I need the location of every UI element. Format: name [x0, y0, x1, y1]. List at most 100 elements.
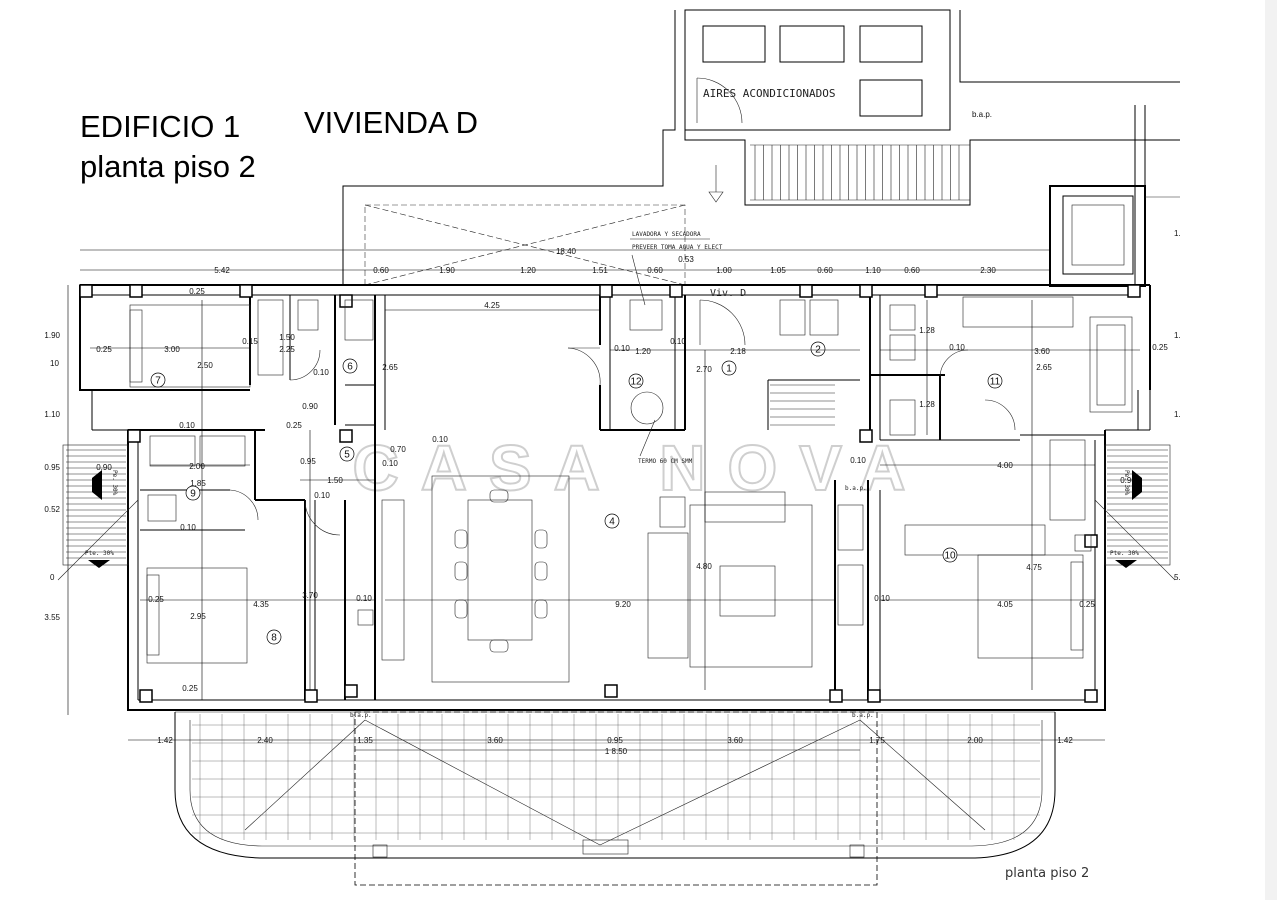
top-dim-label: 1.90 [439, 266, 455, 275]
dining-chair [489, 639, 509, 653]
top-dim-label: 0.60 [904, 266, 920, 275]
bottom-dim-label: 3.60 [727, 736, 743, 745]
interior-dim-label: 1.50 [327, 476, 343, 485]
interior-dim-label: 0.25 [182, 684, 198, 693]
building-title: EDIFICIO 1 [80, 109, 240, 144]
room-number: 6 [347, 362, 353, 373]
interior-dim-label: 4.75 [1026, 563, 1042, 572]
column [599, 284, 613, 298]
interior-dim-label: 1.85 [190, 479, 206, 488]
interior-dim-label: 0.25 [189, 287, 205, 296]
column [924, 284, 938, 298]
dim-053: 0.53 [678, 255, 694, 264]
interior-dim-label: 0.10 [180, 523, 196, 532]
interior-dim-label: 2.70 [696, 365, 712, 374]
room-number-circle [266, 629, 282, 645]
interior-dim-label: 0.10 [850, 456, 866, 465]
dim-left-0: 0 [50, 573, 55, 582]
ac-area: AIRES ACONDICIONADOS b.a.p. [342, 9, 1180, 287]
watermark: CASA NOVA [353, 432, 928, 504]
right-terrace: Pte. 30% Pe. 30% [1094, 444, 1176, 581]
room-number-circle [342, 358, 358, 374]
room-number-circle [604, 513, 620, 529]
top-dim-label: 1.05 [770, 266, 786, 275]
room-number: 11 [990, 377, 1001, 388]
top-dim-label: 1.51 [592, 266, 608, 275]
annotations: LAVADORA Y SECADORA PREVEER TOMA AGUA Y … [350, 231, 874, 719]
bottom-dim-label: 2.40 [257, 736, 273, 745]
interior-dim-label: 0.90 [1120, 476, 1136, 485]
interior-dim-label: 0.10 [179, 421, 195, 430]
dim-left-355: 3.55 [44, 613, 60, 622]
footer-label: planta piso 2 [1005, 866, 1089, 881]
room-number-circle [150, 372, 166, 388]
interior-dim-label: 0.70 [390, 445, 406, 454]
top-dim-label: 0.60 [817, 266, 833, 275]
interior-dim-label: 4.80 [696, 562, 712, 571]
interior-dim-label: 0.10 [356, 594, 372, 603]
interior-dim-label: 2.50 [197, 361, 213, 370]
top-dim-label: 0.60 [647, 266, 663, 275]
dim-left-10: 10 [50, 359, 59, 368]
column [129, 284, 143, 298]
dim-left-190: 1.90 [44, 331, 60, 340]
column [829, 689, 843, 703]
bottom-dim-label: 2.00 [967, 736, 983, 745]
top-dim-label: 5.42 [214, 266, 230, 275]
interior-dim-label: 2.00 [189, 462, 205, 471]
bottom-dim-label: 3.60 [487, 736, 503, 745]
room-number-circle [810, 341, 826, 357]
bottom-dim-label: 1.42 [1057, 736, 1073, 745]
interior-dim-label: 0.25 [148, 595, 164, 604]
interior-dim-label: 0.10 [432, 435, 448, 444]
pte-right-label: Pte. 30% [1110, 550, 1139, 557]
interior-dim-label: 2.65 [382, 363, 398, 372]
interior-dim-label: 0.10 [614, 344, 630, 353]
room-number: 8 [271, 633, 277, 644]
interior-dim-label: 4.25 [484, 301, 500, 310]
room-number-circle [721, 360, 737, 376]
top-dim-label: 0.60 [373, 266, 389, 275]
dim-left-052: 0.52 [44, 505, 60, 514]
interior-dim-label: 3.70 [302, 591, 318, 600]
aires-label: AIRES ACONDICIONADOS [703, 87, 835, 100]
furniture [129, 296, 1133, 683]
column [79, 284, 93, 298]
room-number: 5 [344, 450, 350, 461]
dining-chair [534, 599, 548, 619]
column [239, 284, 253, 298]
bottom-dim-label: 1.35 [357, 736, 373, 745]
top-dim-label: 1.00 [716, 266, 732, 275]
interior-dimensions: 3.000.250.150.252.501.502.250.100.900.25… [90, 287, 1168, 700]
top-dim-label: 1.10 [865, 266, 881, 275]
interior-dim-label: 2.95 [190, 612, 206, 621]
page-edge-strip [1265, 0, 1277, 900]
interior-dim-label: 0.25 [1152, 343, 1168, 352]
interior-dim-label: 0.15 [242, 337, 258, 346]
floor-title: planta piso 2 [80, 149, 256, 184]
interior-dim-label: 0.90 [302, 402, 318, 411]
top-dim-label: 1.20 [520, 266, 536, 275]
room-number: 12 [630, 377, 642, 388]
preveer-note: PREVEER TOMA AGUA Y ELECT [632, 244, 723, 251]
column [1084, 689, 1098, 703]
dim-right-1a: 1. [1174, 229, 1181, 238]
pte-left-label: Pte. 30% [85, 550, 114, 557]
column [339, 429, 353, 443]
room-number-circle [987, 373, 1003, 389]
interior-dim-label: 1.50 [279, 333, 295, 342]
doors [229, 299, 1016, 536]
termo-note: TERMO 60 CM SMM [638, 458, 693, 465]
room-number: 4 [609, 517, 615, 528]
interior-dim-label: 1.20 [635, 347, 651, 356]
interior-dim-label: 2.25 [279, 345, 295, 354]
interior-dim-label: 0.90 [96, 463, 112, 472]
interior-dim-label: 0.10 [314, 491, 330, 500]
dining-chair [534, 561, 548, 581]
bap-top-label: b.a.p. [972, 110, 992, 119]
left-dimensions: 1.90 1.10 0.95 0.52 3.55 10 0 [44, 285, 69, 715]
dining-chair [454, 529, 468, 549]
interior-dim-label: 2.18 [730, 347, 746, 356]
